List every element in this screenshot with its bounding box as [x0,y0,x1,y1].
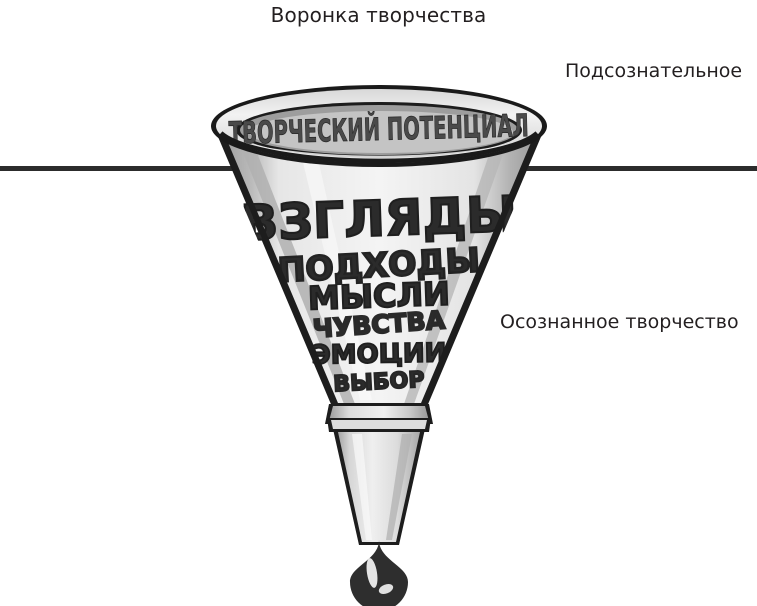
cone-word-podhody: ПОДХОДЫ [277,240,481,290]
rim-word-group: ТВОРЧЕСКИЙ ПОТЕНЦИАЛ [228,108,530,153]
cone-word-emotsii: ЭМОЦИИ [311,338,446,370]
cone-word-mysli: МЫСЛИ [307,275,450,318]
droplet [350,540,408,606]
cone-word-vzglyady: ВЗГЛЯДЫ [240,186,518,253]
funnel-cone: ВЗГЛЯДЫ ПОДХОДЫ МЫСЛИ ЧУВСТВА ЭМОЦИИ ВЫБ… [216,132,543,409]
zone-label-subconscious: Подсознательное [565,60,743,82]
funnel-stem [333,429,425,545]
zone-label-conscious: Осознанное творчество [500,311,739,333]
cone-word-vybor: ВЫБОР [333,368,425,398]
cone-word-group: ВЗГЛЯДЫ ПОДХОДЫ МЫСЛИ ЧУВСТВА ЭМОЦИИ ВЫБ… [239,185,519,399]
rim-word-creative-potential: ТВОРЧЕСКИЙ ПОТЕНЦИАЛ [228,108,529,152]
funnel-rim: ТВОРЧЕСКИЙ ПОТЕНЦИАЛ [211,85,547,167]
funnel-collar [325,404,433,432]
page-title: Воронка творчества [270,3,487,27]
